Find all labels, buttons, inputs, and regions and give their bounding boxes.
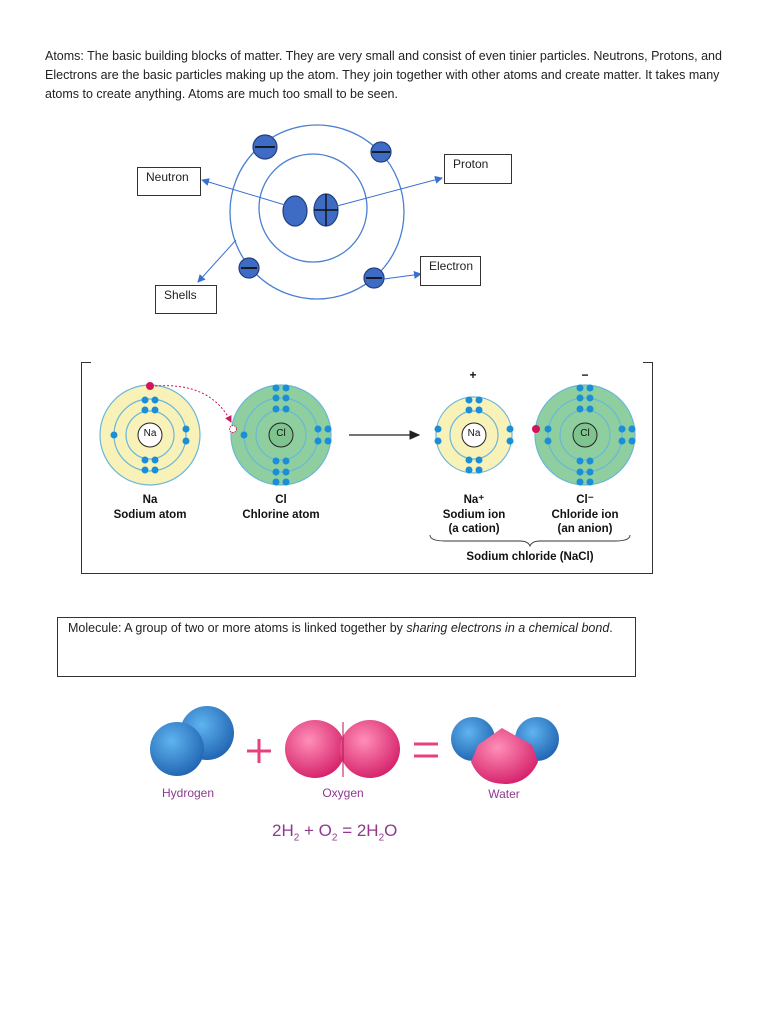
equals-sign: [414, 742, 438, 758]
cl-atom-core-label: Cl: [276, 428, 286, 439]
outer-shell: [229, 124, 405, 300]
cl-ion-core-label: Cl: [580, 428, 590, 439]
neutron-arrow: [201, 178, 286, 206]
hydrogen-label: Hydrogen: [161, 786, 215, 800]
shells-label: Shells: [155, 285, 217, 314]
oxygen-label: Oxygen: [322, 786, 364, 800]
chloride-ion: [532, 384, 636, 486]
na-atom-caption: Sodium atom: [113, 509, 187, 521]
atom-diagram: [197, 124, 443, 300]
na-ion-type: (a cation): [448, 523, 500, 535]
plus-sign: [247, 739, 271, 763]
proton-label: Proton: [444, 154, 512, 184]
cl-ion-type: (an anion): [557, 523, 613, 535]
compound-brace: [429, 534, 631, 547]
chlorine-atom: [229, 384, 332, 486]
cl-ion-charge: −: [581, 368, 589, 382]
molecule-definition-box: Molecule: A group of two or more atoms i…: [57, 617, 636, 677]
water-formation-figure: [150, 706, 559, 784]
molecule-definition-emphasis: sharing electrons in a chemical bond: [406, 621, 610, 635]
electron-particle: [363, 267, 385, 289]
neutron-particle: [282, 195, 308, 227]
water-molecule: [451, 717, 559, 784]
water-label: Water: [488, 787, 520, 801]
oxygen-molecule: [285, 720, 400, 778]
electron-arrow: [383, 270, 422, 280]
chemical-equation: 2H2 + O2 = 2H2O: [272, 821, 398, 844]
electron-label: Electron: [420, 256, 481, 286]
na-ion-core-label: Na: [467, 428, 481, 439]
compound-caption: Sodium chloride (NaCl): [466, 551, 594, 563]
cl-atom-symbol: Cl: [275, 494, 287, 506]
na-ion-symbol: Na⁺: [463, 494, 485, 506]
cl-ion-caption: Chloride ion: [551, 509, 619, 521]
sodium-ion: [434, 396, 514, 474]
proton-arrow: [336, 175, 443, 207]
molecule-definition-text: Molecule: A group of two or more atoms i…: [68, 621, 407, 635]
electron-particle: [238, 257, 260, 279]
inner-shell: [258, 153, 368, 263]
intro-paragraph: Atoms: The basic building blocks of matt…: [45, 49, 722, 101]
molecule-definition: Molecule: A group of two or more atoms i…: [68, 621, 613, 635]
na-atom-symbol: Na: [142, 494, 158, 506]
ionic-bond-figure: [99, 382, 636, 486]
electron-particle: [252, 134, 278, 160]
sodium-atom: [99, 382, 201, 486]
hydrogen-molecule: [150, 706, 234, 776]
na-ion-caption: Sodium ion: [442, 509, 506, 521]
cl-atom-caption: Chlorine atom: [242, 509, 320, 521]
na-ion-charge: +: [469, 368, 477, 382]
molecule-definition-end: .: [609, 621, 613, 635]
neutron-label: Neutron: [137, 167, 201, 196]
cl-ion-symbol: Cl⁻: [576, 494, 594, 506]
na-atom-core-label: Na: [143, 428, 157, 439]
electron-particle: [370, 141, 392, 163]
shells-arrow: [197, 239, 237, 283]
